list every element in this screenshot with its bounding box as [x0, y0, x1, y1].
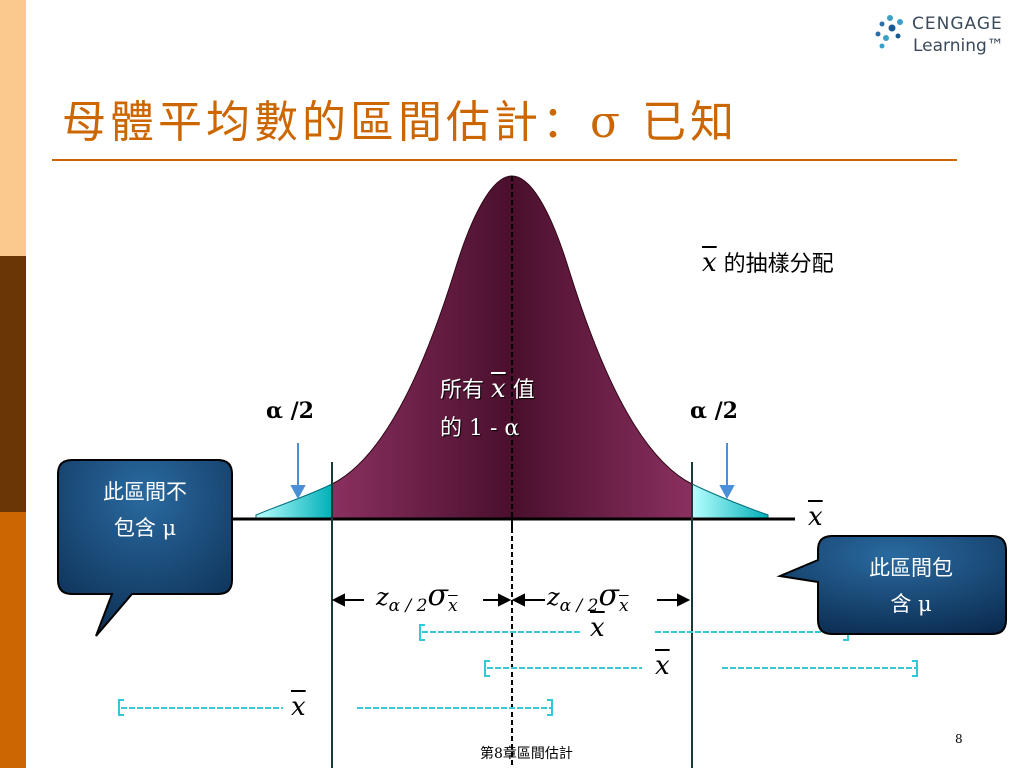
center-label-prefix: 所有 [440, 378, 485, 403]
z-symbol: z [547, 583, 560, 611]
axis-x-bar-label: x [808, 502, 823, 532]
x-bar-symbol: x [491, 374, 506, 404]
slide-title: 母體平均數的區間估計：σ 已知 [62, 97, 739, 148]
sigma-symbol: σ [427, 578, 448, 613]
alpha-arrows [290, 443, 735, 500]
callout-left-shape [57, 459, 233, 637]
tail-right [691, 483, 769, 520]
z-subscript: α / 2 [388, 595, 428, 616]
center-label-suffix: 值 [512, 378, 535, 403]
center-area-label: 所有 x 值 的 1 - α [440, 370, 535, 448]
alpha-half-left-label: α /2 [266, 398, 314, 424]
sampling-distribution-text: 的抽樣分配 [723, 252, 834, 277]
callout-right-line1: 此區間包 [869, 556, 953, 580]
sigma-subscript: x [447, 595, 458, 616]
callout-right-line2: 含 μ [890, 592, 932, 616]
slide-footer: 第8章區間估計 [480, 746, 573, 762]
interval-2-mean: x [655, 651, 670, 681]
sidebar-band-dark [0, 256, 26, 512]
logo-line1: CENGAGE [912, 14, 1003, 34]
sigma-symbol: σ [598, 578, 619, 613]
sidebar-band-orange [0, 512, 26, 768]
cengage-logo: CENGAGE Learning™ [870, 12, 1010, 62]
margin-of-error-left: zα / 2σx [376, 578, 458, 616]
margin-of-error-right: zα / 2σx [547, 578, 629, 616]
sampling-distribution-label: x 的抽樣分配 [702, 246, 834, 278]
center-label-line2: 的 1 - α [440, 416, 520, 441]
callout-left-line1: 此區間不 [103, 480, 187, 504]
logo-line2: Learning™ [913, 36, 1004, 56]
interval-3-mean: x [291, 692, 306, 722]
callout-left-line2: 包含 μ [113, 516, 177, 540]
sidebar-band-light [0, 0, 26, 256]
callout-right-shape [776, 535, 1007, 635]
dimension-arrows [331, 593, 691, 607]
x-bar-symbol: x [702, 248, 717, 278]
sigma-subscript: x [618, 595, 629, 616]
interval-1-mean: x [590, 613, 605, 643]
page-number: 8 [955, 732, 963, 746]
logo-dots-icon [875, 15, 903, 49]
callout-interval-excludes-mu: 此區間不 包含 μ [62, 474, 228, 546]
z-symbol: z [376, 583, 389, 611]
callout-interval-includes-mu: 此區間包 含 μ [820, 550, 1002, 622]
z-subscript: α / 2 [559, 595, 599, 616]
title-divider [52, 159, 957, 161]
interval-bars [118, 624, 918, 716]
alpha-half-right-label: α /2 [690, 398, 738, 424]
